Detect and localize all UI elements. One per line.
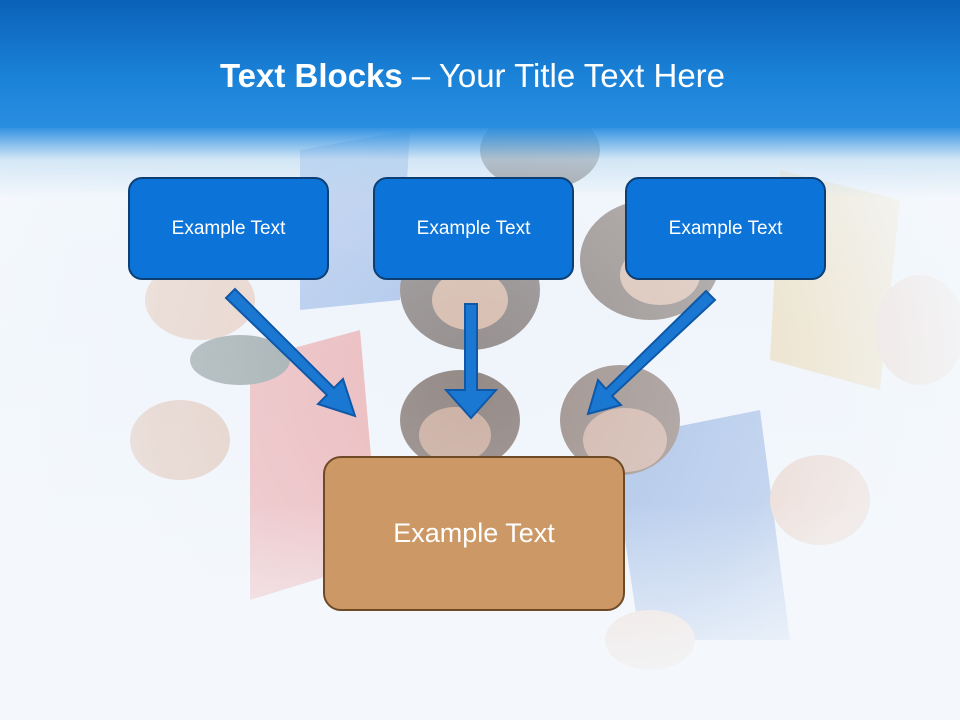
text-block-result-label: Example Text (393, 518, 555, 548)
title-separator: – (402, 57, 439, 94)
header-band (0, 0, 960, 128)
arrow-center (443, 303, 499, 420)
title-rest: Your Title Text Here (438, 57, 726, 94)
text-block-result: Example Text (323, 456, 625, 611)
text-block-left-label: Example Text (171, 217, 286, 239)
text-block-left: Example Text (128, 177, 329, 280)
text-block-center: Example Text (373, 177, 574, 280)
text-block-right: Example Text (625, 177, 826, 280)
title-bold: Text Blocks (219, 57, 403, 94)
arrow-left (224, 287, 357, 418)
text-block-center-label: Example Text (416, 217, 531, 239)
slide-title: Text Blocks – Your Title Text Here (0, 56, 945, 96)
arrow-right (586, 289, 717, 416)
text-block-right-label: Example Text (668, 217, 783, 239)
